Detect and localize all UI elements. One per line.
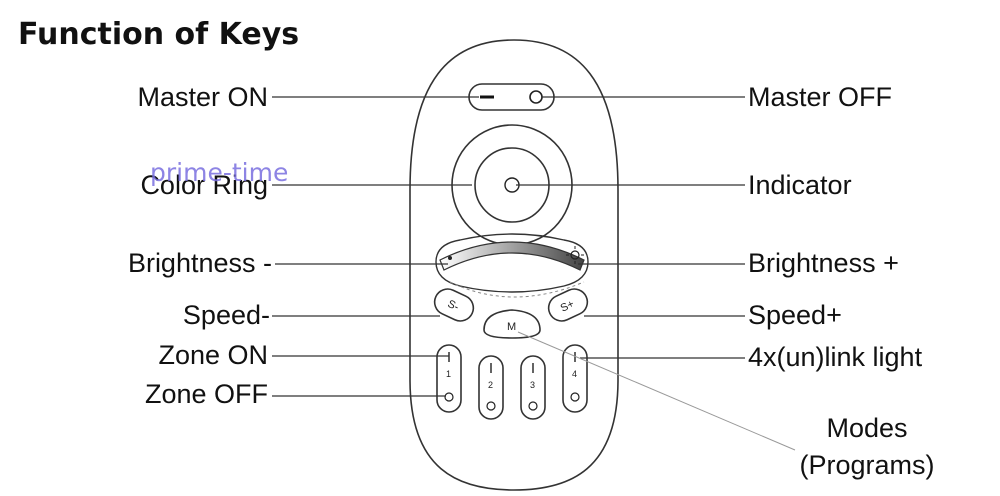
- zone-4-body[interactable]: [562, 344, 588, 413]
- label-speed-minus: Speed-: [183, 300, 270, 330]
- zone-1-off-mark: [444, 392, 454, 402]
- speed-plus-key[interactable]: [544, 285, 591, 325]
- zone-keys: 1 2 3 4: [436, 344, 588, 420]
- zone-4-number: 4: [572, 369, 577, 379]
- zone-3-body[interactable]: [520, 355, 546, 420]
- watermark-text: prime-time: [150, 158, 288, 187]
- label-color-ring: Color Ring: [140, 170, 268, 200]
- brightness-low-icon: [448, 256, 452, 260]
- brightness-high-icon: [566, 246, 584, 264]
- mode-key-label: M: [507, 321, 516, 333]
- leader-lines: [272, 96, 796, 451]
- brightness-bar-outline: [435, 233, 589, 293]
- zone-4-off-mark: [570, 392, 580, 402]
- leader-modes: [517, 331, 796, 451]
- label-link-light: 4x(un)link light: [748, 342, 923, 372]
- zone-1-key[interactable]: 1: [436, 344, 462, 413]
- label-brightness-minus: Brightness -: [128, 248, 272, 278]
- label-brightness-plus: Brightness +: [748, 248, 899, 278]
- zone-2-off-mark: [486, 401, 496, 411]
- zone-2-number: 2: [488, 380, 493, 390]
- label-programs: (Programs): [799, 450, 934, 480]
- label-master-off: Master OFF: [748, 82, 892, 112]
- label-zone-off: Zone OFF: [145, 379, 268, 409]
- label-speed-plus: Speed+: [748, 300, 842, 330]
- zone-1-number: 1: [446, 369, 451, 379]
- label-modes: Modes: [826, 413, 907, 443]
- page-title: Function of Keys: [18, 17, 299, 52]
- brightness-dash-arc: [449, 281, 585, 298]
- speed-minus-button[interactable]: S-: [430, 285, 477, 325]
- labels-right: Master OFF Indicator Brightness + Speed+…: [748, 82, 935, 480]
- zone-2-body[interactable]: [478, 355, 504, 420]
- remote-control: S- S+ M 1 2: [409, 39, 619, 491]
- master-switch[interactable]: [468, 83, 555, 111]
- speed-plus-key-label: S+: [559, 298, 577, 315]
- master-off-mark[interactable]: [529, 90, 543, 104]
- speed-minus-key-label: S-: [446, 298, 461, 314]
- speed-plus-button[interactable]: S+: [544, 285, 591, 325]
- brightness-bar[interactable]: [435, 233, 589, 298]
- label-zone-on: Zone ON: [158, 340, 268, 370]
- mode-button[interactable]: M: [483, 309, 541, 339]
- zone-4-key[interactable]: 4: [562, 344, 588, 413]
- label-master-on: Master ON: [137, 82, 268, 112]
- speed-minus-key[interactable]: [430, 285, 477, 325]
- zone-3-off-mark: [528, 401, 538, 411]
- color-ring[interactable]: [451, 124, 573, 246]
- zone-3-number: 3: [530, 380, 535, 390]
- zone-2-key[interactable]: 2: [478, 355, 504, 420]
- labels-left: Master ON Color Ring Brightness - Speed-…: [128, 82, 272, 409]
- mode-key[interactable]: [483, 309, 541, 339]
- zone-1-body[interactable]: [436, 344, 462, 413]
- label-indicator: Indicator: [748, 170, 852, 200]
- zone-3-key[interactable]: 3: [520, 355, 546, 420]
- brightness-slider[interactable]: [439, 241, 585, 271]
